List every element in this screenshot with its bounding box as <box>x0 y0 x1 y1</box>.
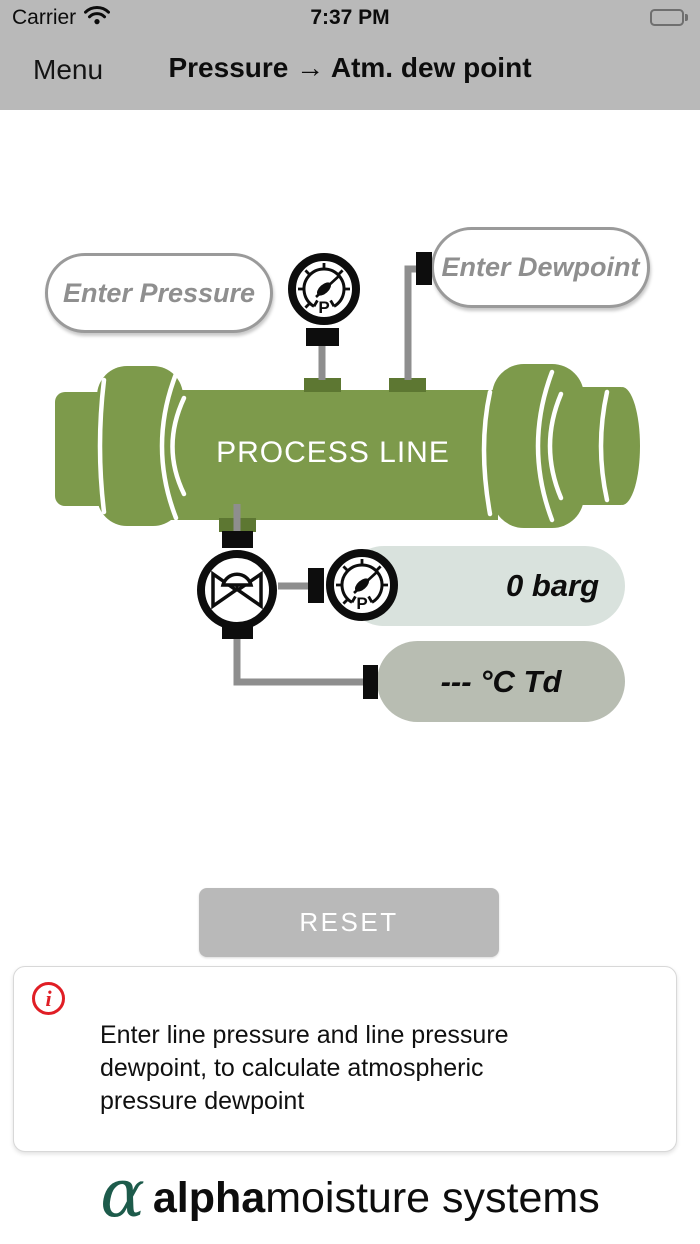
brand-name: alphamoisture systems <box>153 1174 600 1223</box>
menu-button[interactable]: Menu <box>33 54 104 85</box>
info-message: Enter line pressure and line pressure de… <box>100 1021 509 1115</box>
carrier-label: Carrier <box>12 6 77 29</box>
line-pressure-gauge-icon <box>292 257 356 321</box>
info-icon-glyph: i <box>45 985 52 1011</box>
brand-name-bold: alpha <box>152 1173 266 1222</box>
status-time: 7:37 PM <box>310 6 390 29</box>
dewpoint-input[interactable]: Enter Dewpoint <box>431 227 650 308</box>
brand-logo: α alphamoisture systems <box>0 1160 700 1236</box>
reset-button[interactable]: RESET <box>199 888 499 957</box>
pressure-result-value: 0 barg <box>505 568 599 603</box>
status-bar: Carrier 7:37 PM <box>0 0 700 36</box>
pressure-input-placeholder: Enter Pressure <box>62 277 256 308</box>
process-line-label: PROCESS LINE <box>216 436 450 469</box>
valve-icon <box>201 554 273 626</box>
info-icon: i <box>32 982 65 1015</box>
dewpoint-result-display: --- °C Td <box>377 641 625 722</box>
dewpoint-input-placeholder: Enter Dewpoint <box>441 252 640 282</box>
info-panel: i Enter line pressure and line pressure … <box>13 966 677 1152</box>
page-title: Pressure → Atm. dew point <box>168 52 532 83</box>
alpha-symbol-icon: α <box>100 1155 145 1232</box>
dewpoint-result-value: --- °C Td <box>440 663 562 699</box>
brand-name-regular: moisture systems <box>265 1173 600 1222</box>
pressure-result-display: 0 barg <box>344 546 625 626</box>
battery-icon <box>650 9 688 26</box>
wifi-icon <box>84 6 111 30</box>
pressure-input[interactable]: Enter Pressure <box>45 253 273 333</box>
nav-bar: Menu Pressure → Atm. dew point <box>0 36 700 110</box>
